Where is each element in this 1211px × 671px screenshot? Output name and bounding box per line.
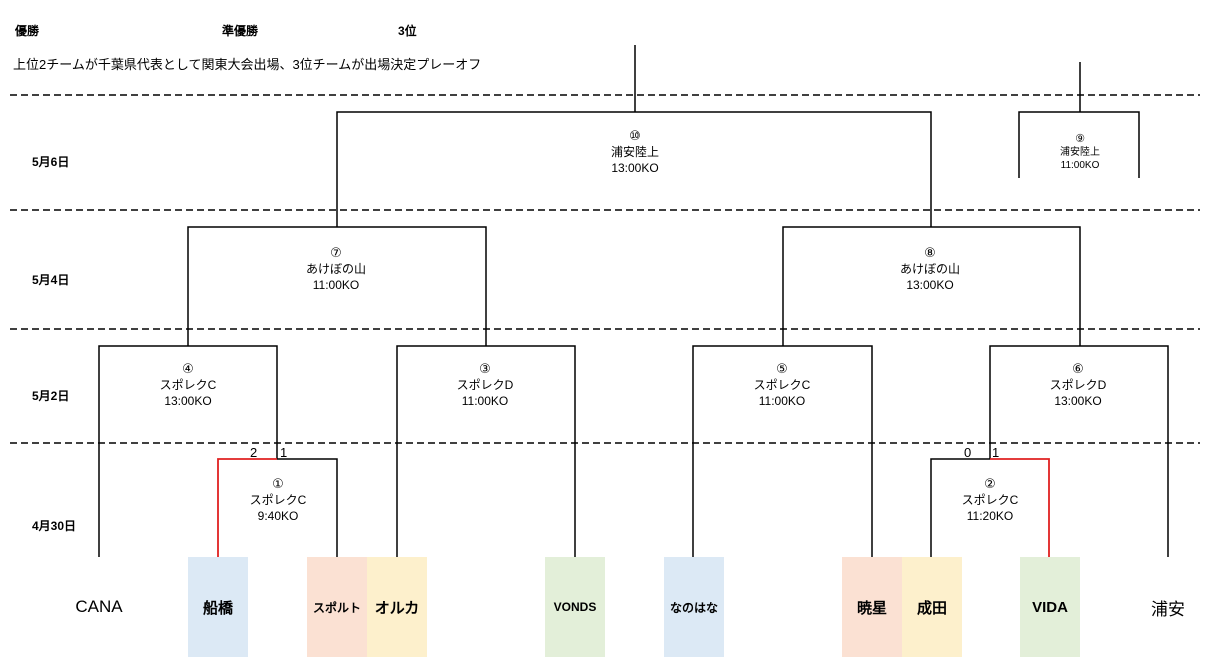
match-time: 11:20KO (966, 509, 1014, 523)
match-3-info: ③ スポレクD 11:00KO (415, 361, 555, 409)
match-number: ③ (479, 361, 491, 376)
match-6-info: ⑥ スポレクD 13:00KO (1008, 361, 1148, 409)
match-9-bracket (1018, 111, 1140, 178)
match-5-bracket (692, 345, 873, 557)
match-1-info: ① スポレクC 9:40KO (208, 476, 348, 524)
match-8-bracket (782, 226, 1081, 346)
match-10-bracket (336, 111, 932, 227)
match-venue: スポレクC (961, 493, 1019, 507)
match-time: 11:00KO (1060, 160, 1100, 171)
match-time: 13:00KO (611, 161, 659, 175)
match-2-bracket-left (930, 458, 990, 557)
match-2-winner-path (990, 458, 1050, 557)
team-vonds: VONDS (545, 557, 605, 657)
match-venue: スポレクC (753, 378, 811, 392)
match-number: ⑨ (1075, 133, 1085, 145)
team-narita: 成田 (902, 557, 962, 657)
date-round-quarterfinal: 5月2日 (32, 389, 70, 403)
match-time: 9:40KO (257, 509, 299, 523)
match-time: 13:00KO (1054, 394, 1102, 408)
match-2-score-left: 0 (964, 445, 972, 460)
match-venue: あけぼの山 (305, 262, 366, 276)
winner-label: 優勝 (15, 24, 40, 38)
match-4-info: ④ スポレクC 13:00KO (118, 361, 258, 409)
match-venue: 浦安陸上 (610, 145, 659, 159)
match-number: ⑧ (924, 245, 936, 260)
third-place-label: 3位 (398, 24, 417, 38)
date-round-final: 5月6日 (32, 155, 70, 169)
team-vida: VIDA (1020, 557, 1080, 657)
team-urayasu: 浦安 (1151, 599, 1185, 619)
match-venue: 浦安陸上 (1060, 147, 1100, 158)
team-orca: オルカ (367, 557, 427, 657)
date-round-first: 4月30日 (32, 519, 77, 533)
match-2-score-right: 1 (992, 445, 1000, 460)
team-nanohana: なのはな (664, 557, 724, 657)
match-number: ⑩ (629, 128, 641, 143)
match-5-info: ⑤ スポレクC 11:00KO (712, 361, 852, 409)
date-round-semifinal: 5月4日 (32, 273, 70, 287)
team-gyosei: 暁星 (842, 557, 902, 657)
match-venue: スポレクC (159, 378, 217, 392)
match-1-winner-path (217, 458, 277, 557)
match-7-bracket (187, 226, 487, 346)
match-time: 13:00KO (906, 278, 954, 292)
match-number: ① (272, 476, 284, 491)
match-time: 11:00KO (758, 394, 806, 408)
team-cana: CANA (75, 597, 123, 616)
team-sporto: スポルト (307, 557, 367, 657)
match-venue: あけぼの山 (899, 262, 960, 276)
match-venue: スポレクC (249, 493, 307, 507)
match-venue: スポレクD (456, 378, 514, 392)
team-funabashi: 船橋 (188, 557, 248, 657)
match-1-score-right: 1 (280, 445, 288, 460)
match-number: ④ (182, 361, 194, 376)
match-number: ⑤ (776, 361, 788, 376)
match-time: 11:00KO (461, 394, 509, 408)
match-6-bracket (989, 345, 1169, 557)
runner-up-label: 準優勝 (222, 24, 259, 38)
match-10-info: ⑩ 浦安陸上 13:00KO (565, 128, 705, 176)
match-7-info: ⑦ あけぼの山 11:00KO (266, 245, 406, 293)
match-8-info: ⑧ あけぼの山 13:00KO (860, 245, 1000, 293)
match-venue: スポレクD (1049, 378, 1107, 392)
match-number: ⑥ (1072, 361, 1084, 376)
match-2-info: ② スポレクC 11:20KO (920, 476, 1060, 524)
qualification-note: 上位2チームが千葉県代表として関東大会出場、3位チームが出場決定プレーオフ (13, 57, 482, 72)
match-time: 13:00KO (164, 394, 212, 408)
match-number: ② (984, 476, 996, 491)
match-9-info: ⑨ 浦安陸上 11:00KO (1010, 133, 1150, 172)
match-3-bracket (396, 345, 576, 557)
match-time: 11:00KO (312, 278, 360, 292)
match-1-score-left: 2 (250, 445, 258, 460)
match-number: ⑦ (330, 245, 342, 260)
match-4-bracket (98, 345, 278, 557)
match-1-bracket-right (277, 458, 338, 557)
